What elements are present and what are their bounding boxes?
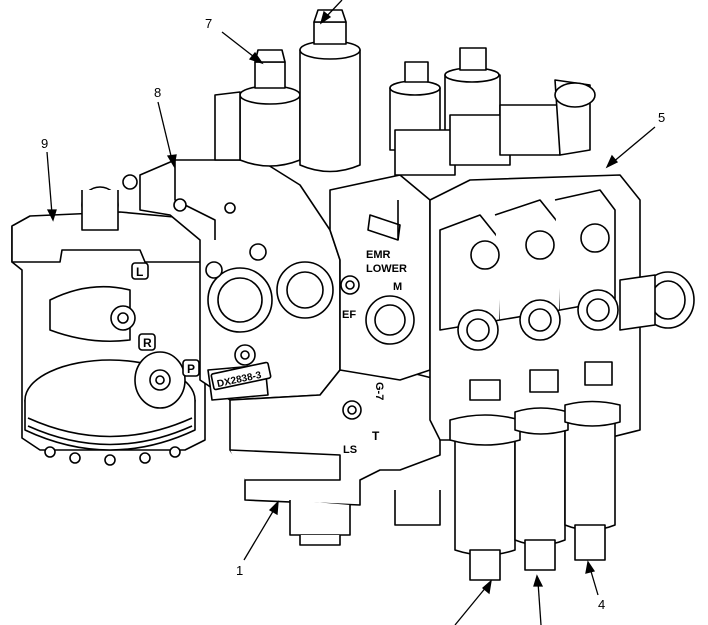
cast-mark-label: G-7 bbox=[373, 382, 385, 400]
leader-1 bbox=[243, 500, 279, 561]
leader-7a bbox=[221, 31, 264, 65]
leader-unlabeled-a bbox=[454, 579, 492, 625]
port-ef-label: EF bbox=[342, 309, 356, 321]
emr-label: EMR bbox=[366, 249, 391, 261]
port-r-label: R bbox=[143, 336, 152, 350]
port-p-box bbox=[182, 359, 200, 377]
priority-valve-body bbox=[122, 159, 341, 401]
port-l-label: L bbox=[136, 265, 143, 279]
leader-5 bbox=[605, 126, 656, 169]
callout-7: 7 bbox=[205, 16, 212, 31]
leader-9 bbox=[46, 151, 57, 222]
steering-unit bbox=[11, 186, 206, 466]
leader-unlabeled-b bbox=[533, 574, 544, 625]
rear-cartridges bbox=[389, 47, 596, 176]
port-m-label: M bbox=[393, 281, 402, 293]
callout-8: 8 bbox=[154, 85, 161, 100]
control-sections bbox=[429, 174, 695, 441]
leader-8 bbox=[157, 101, 177, 168]
callout-1: 1 bbox=[236, 563, 243, 578]
callout-9: 9 bbox=[41, 136, 48, 151]
port-t-label: T bbox=[372, 429, 380, 443]
emergency-lower-section bbox=[329, 174, 431, 381]
lower-label: LOWER bbox=[366, 263, 407, 275]
callout-4: 4 bbox=[598, 597, 605, 612]
callout-5: 5 bbox=[658, 110, 665, 125]
port-r-box bbox=[138, 333, 156, 351]
solenoid-valves bbox=[214, 9, 361, 173]
spool-ends bbox=[449, 400, 621, 581]
leader-7b bbox=[319, 0, 343, 25]
port-l-box bbox=[131, 262, 149, 280]
part-number-plate bbox=[210, 361, 272, 391]
port-p-label: P bbox=[187, 362, 195, 376]
leader-4 bbox=[585, 560, 599, 596]
port-ls-label: LS bbox=[343, 444, 357, 456]
